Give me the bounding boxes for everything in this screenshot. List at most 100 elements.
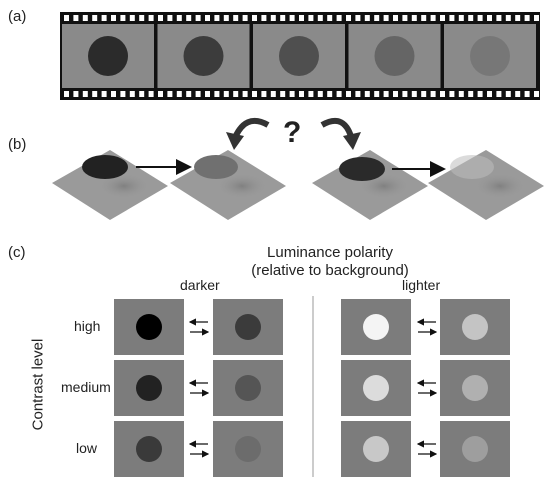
sprocket-hole — [195, 91, 201, 97]
sprocket-hole — [64, 91, 69, 97]
sprocket-hole — [496, 15, 502, 21]
sprocket-hole — [64, 15, 69, 21]
sprocket-hole — [129, 91, 135, 97]
sprocket-hole — [524, 15, 530, 21]
sprocket-hole — [176, 91, 182, 97]
disc — [194, 155, 238, 179]
sprocket-hole — [148, 15, 154, 21]
film-frame-disc — [88, 36, 128, 76]
sprocket-hole — [505, 15, 511, 21]
sprocket-hole — [317, 91, 323, 97]
sprocket-hole — [411, 91, 417, 97]
sprocket-hole — [505, 91, 511, 97]
polarity-title-line2: (relative to background) — [251, 262, 409, 279]
sprocket-hole — [402, 91, 408, 97]
sprocket-hole — [449, 15, 455, 21]
stimulus-disc — [462, 436, 488, 462]
sprocket-hole — [252, 91, 257, 97]
sprocket-hole — [214, 91, 220, 97]
stimulus-disc — [363, 375, 389, 401]
sprocket-hole — [468, 91, 474, 97]
sprocket-hole — [167, 91, 173, 97]
sprocket-hole — [534, 15, 539, 21]
sprocket-hole — [374, 15, 380, 21]
stimulus-disc — [235, 375, 261, 401]
sprocket-hole — [120, 15, 126, 21]
sprocket-hole — [515, 91, 521, 97]
sprocket-hole — [299, 15, 304, 21]
sprocket-hole — [421, 15, 427, 21]
stimulus-disc — [235, 314, 261, 340]
scenario-left-before — [52, 150, 168, 220]
sprocket-hole — [139, 15, 145, 21]
sprocket-hole — [383, 91, 389, 97]
sprocket-hole — [148, 91, 154, 97]
sprocket-hole — [430, 15, 436, 21]
sprocket-hole — [233, 91, 239, 97]
disc — [82, 155, 128, 179]
sprocket-hole — [139, 91, 145, 97]
disc — [339, 157, 385, 181]
scenario-right-after — [428, 150, 544, 220]
sprocket-hole — [346, 91, 351, 97]
sprocket-hole — [261, 91, 267, 97]
sprocket-hole — [270, 15, 276, 21]
sprocket-hole — [280, 91, 286, 97]
stimulus-grid — [114, 299, 510, 477]
sprocket-hole — [233, 15, 239, 21]
sprocket-hole — [82, 91, 88, 97]
sprocket-hole — [223, 15, 229, 21]
scenario-left-after — [170, 150, 286, 220]
sprocket-hole — [280, 15, 286, 21]
sprocket-hole — [129, 15, 135, 21]
film-sprocket-holes-top — [64, 15, 539, 21]
sprocket-hole — [92, 91, 98, 97]
sprocket-hole — [327, 15, 333, 21]
stimulus-disc — [363, 314, 389, 340]
film-strip — [60, 12, 540, 100]
sprocket-hole — [430, 91, 436, 97]
panel-label-b: (b) — [8, 136, 27, 153]
film-frame-disc — [374, 36, 415, 76]
sprocket-hole — [383, 15, 389, 21]
film-frames — [62, 24, 536, 88]
sprocket-hole — [242, 15, 248, 21]
sprocket-hole — [440, 15, 445, 21]
column-label-darker: darker — [180, 277, 220, 293]
sprocket-hole — [205, 15, 210, 21]
sprocket-hole — [223, 91, 229, 97]
shadow — [98, 173, 150, 199]
sprocket-hole — [205, 91, 210, 97]
sprocket-hole — [158, 15, 163, 21]
sprocket-hole — [158, 91, 163, 97]
sprocket-hole — [336, 15, 342, 21]
row-label-low: low — [76, 440, 98, 456]
sprocket-hole — [355, 15, 361, 21]
sprocket-hole — [477, 91, 483, 97]
sprocket-hole — [176, 15, 182, 21]
sprocket-hole — [440, 91, 445, 97]
film-frame-disc — [279, 36, 319, 76]
sprocket-hole — [515, 15, 521, 21]
sprocket-hole — [374, 91, 380, 97]
sprocket-hole — [421, 91, 427, 97]
stimulus-disc — [462, 314, 488, 340]
sprocket-hole — [270, 91, 276, 97]
stimulus-disc — [462, 375, 488, 401]
sprocket-hole — [477, 15, 483, 21]
sprocket-hole — [487, 91, 492, 97]
stimulus-disc — [363, 436, 389, 462]
sprocket-hole — [346, 15, 351, 21]
sprocket-hole — [317, 15, 323, 21]
axis-label-contrast-level: Contrast level — [29, 338, 47, 431]
sprocket-hole — [299, 91, 304, 97]
sprocket-hole — [261, 15, 267, 21]
sprocket-hole — [242, 91, 248, 97]
sprocket-hole — [355, 91, 361, 97]
sprocket-hole — [120, 91, 126, 97]
panel-label-a: (a) — [8, 8, 27, 25]
shadow — [216, 173, 268, 199]
sprocket-hole — [111, 15, 116, 21]
sprocket-hole — [336, 91, 342, 97]
